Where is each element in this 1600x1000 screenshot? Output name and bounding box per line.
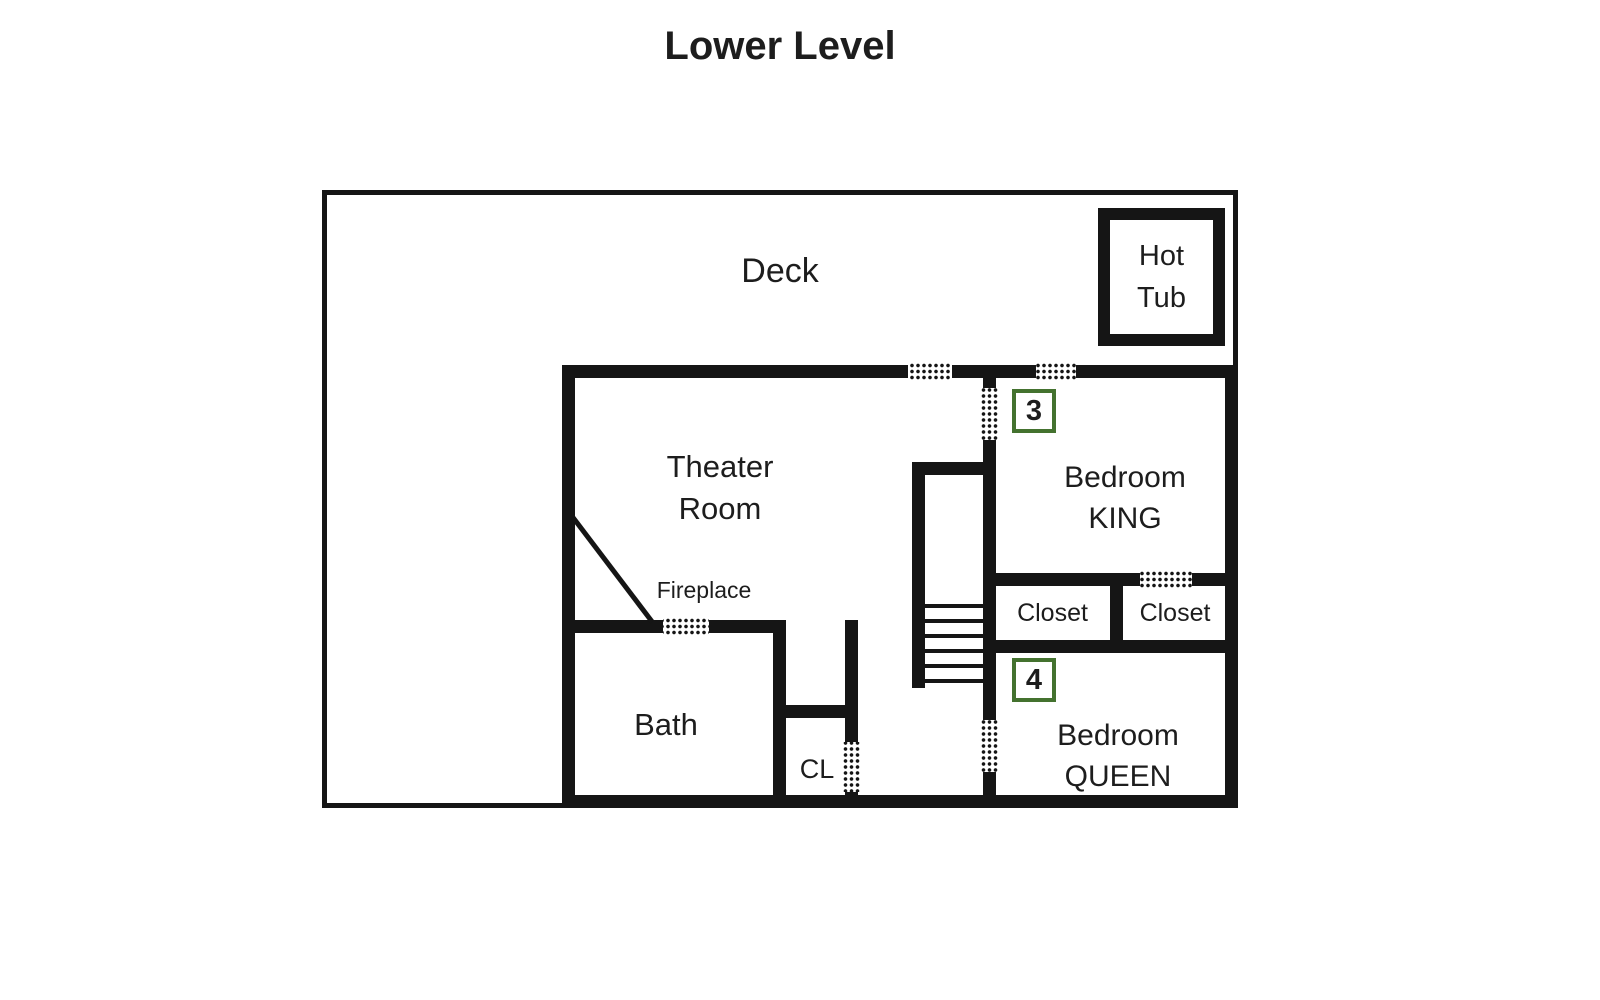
wall-house-bottom	[562, 795, 1238, 808]
theater-room-label: Theater Room	[666, 449, 774, 526]
wall-closet-cl-north	[780, 705, 858, 718]
wall-house-right	[1225, 365, 1238, 808]
wall-bath-east	[773, 620, 786, 808]
door-deck-west	[908, 362, 952, 381]
bedroom-queen-label: Bedroom QUEEN	[1057, 719, 1179, 793]
door-deck-east	[1036, 362, 1076, 381]
wall-house-left	[562, 365, 575, 808]
stair-tread	[925, 604, 983, 608]
hot-tub: Hot Tub	[1098, 208, 1225, 346]
wall-closet-divider	[1110, 580, 1123, 653]
stair-tread	[925, 619, 983, 623]
wall-stairs-north	[912, 462, 996, 475]
wall-house-top	[562, 365, 1238, 378]
stair-tread	[925, 679, 983, 683]
wall-central	[983, 365, 996, 808]
bath-label: Bath	[634, 707, 698, 742]
floor-plan-title: Lower Level	[664, 24, 896, 68]
door-bath	[663, 617, 709, 636]
stair-tread	[925, 634, 983, 638]
wall-closet-south	[996, 640, 1238, 653]
door-closet-cl	[842, 742, 861, 792]
bedroom-king-badge: 3	[1012, 389, 1056, 433]
door-closet-right	[1140, 570, 1192, 589]
stair-tread	[925, 649, 983, 653]
hot-tub-label: Hot Tub	[1137, 239, 1186, 314]
door-bedroom-king	[980, 388, 999, 440]
closet-right-label: Closet	[1139, 599, 1211, 627]
closet-cl-label: CL	[799, 754, 835, 784]
stair-tread	[925, 664, 983, 668]
deck-label: Deck	[741, 252, 819, 290]
door-bedroom-queen	[980, 720, 999, 772]
bedroom-queen-badge: 4	[1012, 658, 1056, 702]
closet-left-label: Closet	[1017, 599, 1088, 627]
bedroom-king-label: Bedroom KING	[1064, 461, 1186, 535]
wall-stairs-west	[912, 462, 925, 688]
fireplace-label: Fireplace	[656, 577, 752, 603]
